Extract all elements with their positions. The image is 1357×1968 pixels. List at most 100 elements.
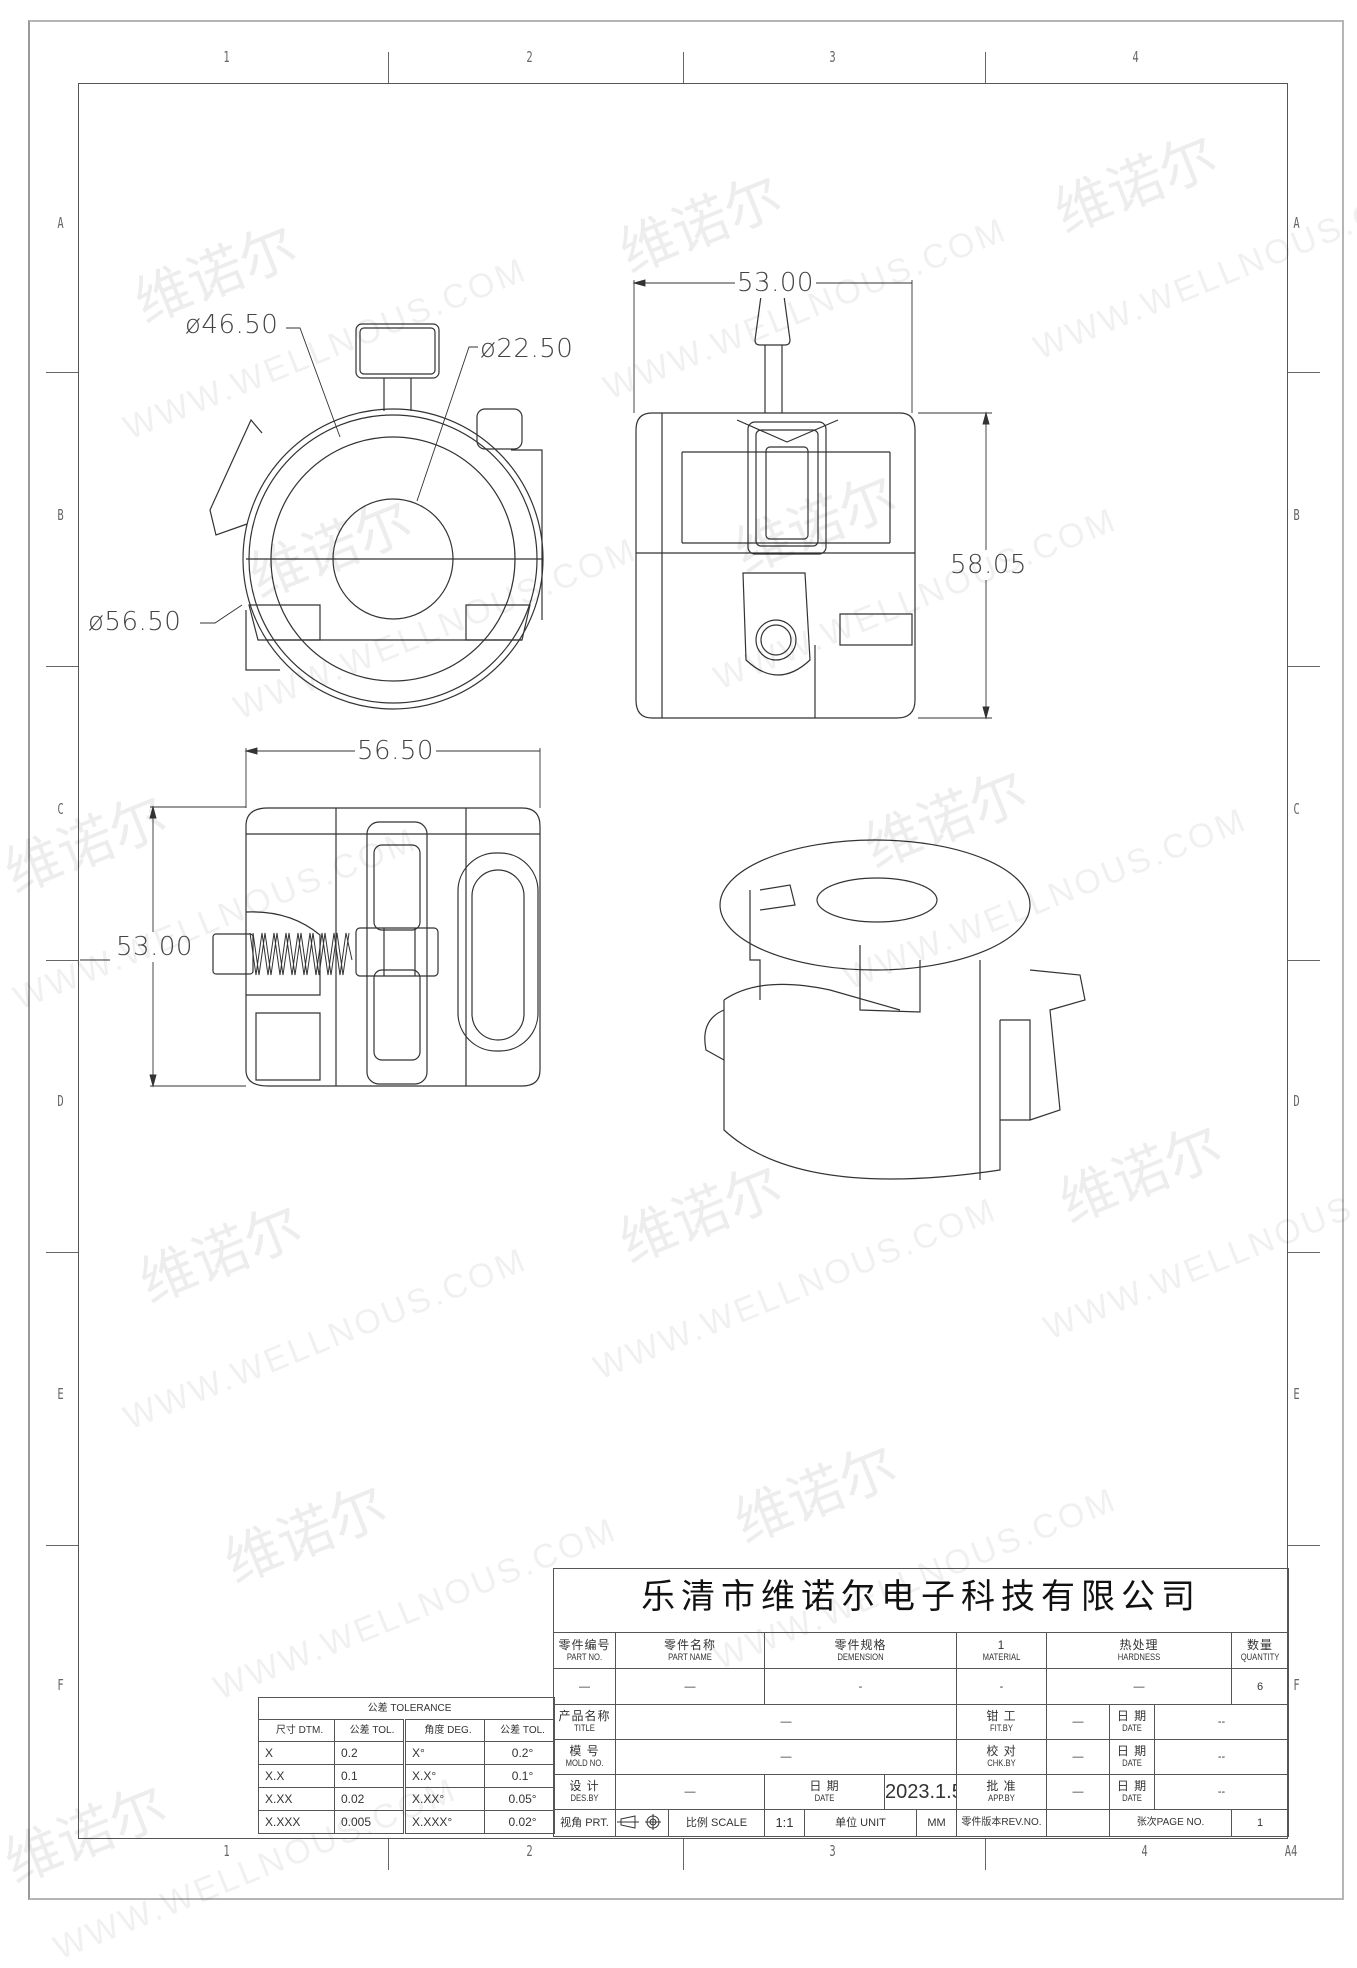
tolerance-cell: X.XX° (403, 1787, 485, 1811)
company-name-cell: 乐清市维诺尔电子科技有限公司 (552, 1568, 1290, 1633)
row-divider (1288, 1252, 1320, 1253)
title-value: — (615, 1704, 957, 1740)
row-label-a-right: A (1293, 214, 1300, 232)
row-label-a: A (57, 214, 64, 232)
first-angle-projection-icon (617, 1813, 661, 1830)
side-view-drawing (212, 807, 541, 1087)
row-label-e-right: E (1293, 1385, 1300, 1403)
chk-date-value: -- (1153, 1739, 1290, 1775)
tolerance-row: X.XXX 0.005 X.XXX° 0.02° (258, 1810, 556, 1834)
column-label-4-bottom: 4 (1141, 1842, 1148, 1860)
row-label-d-right: D (1293, 1092, 1300, 1110)
isometric-view-drawing (704, 839, 1086, 1180)
row-label-f-right: F (1293, 1676, 1300, 1694)
sheet-size-label: A4 (1284, 1842, 1298, 1860)
spring-drawing (249, 932, 353, 976)
row-label-c: C (57, 800, 64, 818)
projection-symbol (615, 1809, 669, 1837)
dim-diameter-46-50: ø46.50 (185, 310, 279, 340)
tolerance-cell: 0.02° (483, 1810, 556, 1834)
tolerance-cell: X.X° (403, 1764, 485, 1788)
column-label-1: 1 (223, 48, 230, 66)
tolerance-header: 公差 TOL. (334, 1719, 405, 1742)
column-divider (388, 52, 389, 83)
chk-by-value: — (1046, 1739, 1110, 1775)
app-by-value: — (1046, 1774, 1110, 1810)
row-divider (1288, 666, 1320, 667)
des-date-value: 2023.1.5 (884, 1774, 957, 1810)
column-label-2-bottom: 2 (526, 1842, 533, 1860)
tolerance-row: X.XX 0.02 X.XX° 0.05° (258, 1787, 556, 1811)
row-divider (1288, 1545, 1320, 1546)
tolerance-table: 公差 TOLERANCE 尺寸 DTM. 公差 TOL. 角度 DEG. 公差 … (257, 1697, 556, 1834)
fit-by-value: — (1046, 1704, 1110, 1740)
tolerance-title: 公差 TOLERANCE (257, 1697, 556, 1720)
row-label-e: E (57, 1385, 64, 1403)
row-divider (46, 1545, 78, 1546)
top-view-drawing (209, 323, 544, 710)
hardness-value: — (1046, 1668, 1232, 1705)
front-view-drawing (635, 289, 916, 719)
tolerance-cell: 0.2 (334, 1741, 405, 1765)
row-label-b-right: B (1293, 506, 1300, 524)
dim-diameter-22-50: ø22.50 (480, 334, 574, 364)
row-label-c-right: C (1293, 800, 1300, 818)
quantity-value: 6 (1230, 1668, 1290, 1705)
page-no-value: 1 (1230, 1809, 1290, 1837)
column-divider (985, 52, 986, 83)
des-by-value: — (615, 1774, 765, 1810)
tolerance-cell: 0.2° (483, 1741, 556, 1765)
tolerance-cell: 0.005 (334, 1810, 405, 1834)
tolerance-row: X 0.2 X° 0.2° (258, 1741, 556, 1765)
row-divider (46, 960, 78, 961)
column-label-4: 4 (1132, 48, 1139, 66)
dim-width-53-00-front: 53.00 (735, 268, 816, 298)
projection-label: 视角 PRT. (553, 1809, 616, 1837)
row-divider (46, 1252, 78, 1253)
technical-drawing-canvas (80, 279, 1086, 1180)
tolerance-header: 尺寸 DTM. (258, 1719, 335, 1742)
column-label-2: 2 (526, 48, 533, 66)
row-label-f: F (57, 1676, 64, 1694)
column-label-3: 3 (829, 48, 836, 66)
column-label-1-bottom: 1 (223, 1842, 230, 1860)
scale-label: 比例 SCALE (668, 1809, 765, 1837)
bottom-row: 视角 PRT. 比例 SCALE 1:1 单位 UNIT MM 零件版本REV.… (553, 1809, 1290, 1837)
tolerance-cell: 0.02 (334, 1787, 405, 1811)
row-label-d: D (57, 1092, 64, 1110)
column-divider (985, 1839, 986, 1870)
tolerance-cell: 0.1° (483, 1764, 556, 1788)
part-no-value: — (553, 1668, 616, 1705)
mold-no-value: — (615, 1739, 957, 1775)
row-divider (46, 372, 78, 373)
outer-sheet-border (28, 20, 1344, 1900)
tolerance-cell: X.XXX° (403, 1810, 485, 1834)
row-divider (1288, 372, 1320, 373)
tolerance-cell: X° (403, 1741, 485, 1765)
dim-width-56-50-side: 56.50 (355, 736, 436, 766)
unit-label: 单位 UNIT (804, 1809, 917, 1837)
rev-no-label: 零件版本REV.NO. (956, 1809, 1047, 1837)
row-divider (1288, 960, 1320, 961)
dimension-value: - (764, 1668, 957, 1705)
unit-value: MM (916, 1809, 957, 1837)
row-divider (46, 666, 78, 667)
column-divider (388, 1839, 389, 1870)
column-divider (683, 1839, 684, 1870)
tolerance-header: 角度 DEG. (403, 1719, 485, 1742)
tolerance-cell: X.X (258, 1764, 335, 1788)
rev-no-value (1046, 1809, 1110, 1837)
